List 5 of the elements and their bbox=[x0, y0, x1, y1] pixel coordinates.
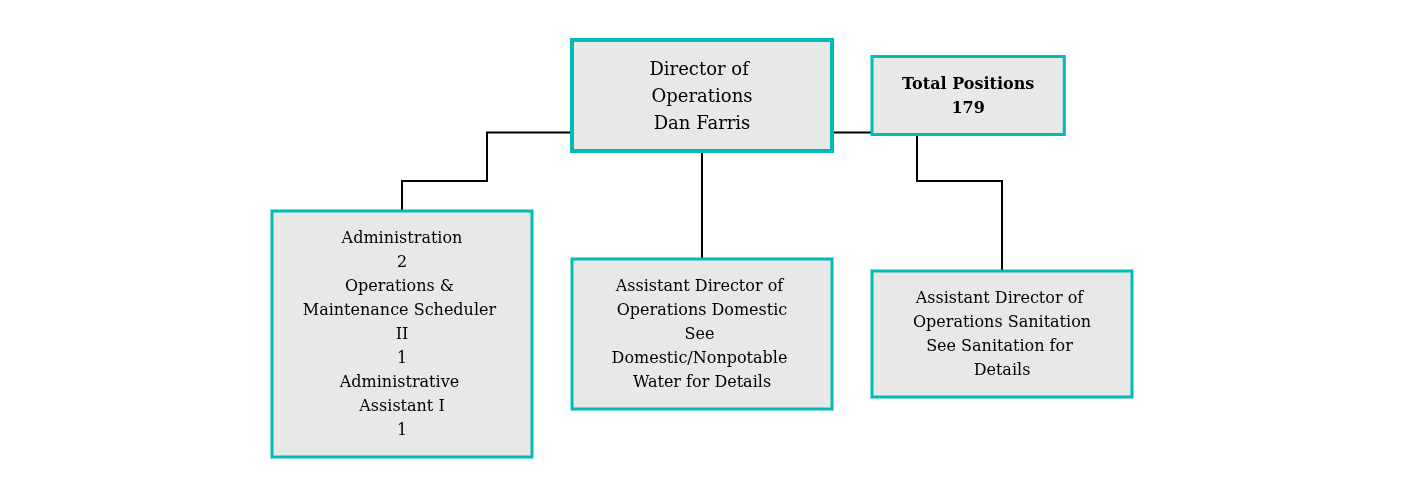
node-box: Total Positions 179 bbox=[870, 55, 1066, 136]
node-box: Administration 2 Operations & Maintenance Scheduler II 1 Administrative Assistant I 1 bbox=[270, 209, 533, 459]
node-box: Assistant Director of Operations Sanitation See Sanitation for Details bbox=[870, 269, 1133, 399]
node-box: Assistant Director of Operations Domestic See Domestic/Nonpotable Water for Details bbox=[570, 257, 833, 411]
node-box: Director of Operations Dan Farris bbox=[569, 38, 834, 153]
